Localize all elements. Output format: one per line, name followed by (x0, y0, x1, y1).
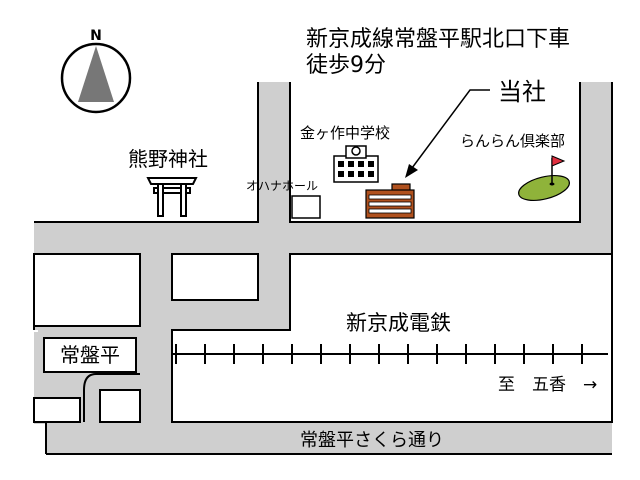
direction-label: 至 五香 → (498, 375, 597, 395)
club-label: らんらん倶楽部 (460, 132, 565, 150)
compass: N (60, 28, 132, 114)
shop-building (291, 195, 321, 219)
block-a (33, 253, 141, 327)
block-e (99, 389, 141, 423)
company-pointer-head (405, 164, 418, 178)
road-edges (33, 82, 613, 455)
school-label: 金ヶ作中学校 (300, 124, 390, 142)
avenue-label: 常盤平さくら通り (300, 430, 444, 451)
station-road-curve (83, 373, 140, 422)
north-arrow-icon (78, 46, 114, 102)
station-label: 常盤平 (60, 343, 120, 367)
company-building-icon (365, 183, 415, 219)
access-note-line2: 徒歩9分 (306, 53, 386, 78)
railway-track (172, 344, 608, 364)
railway-label: 新京成電鉄 (346, 311, 451, 335)
school-building-icon (333, 145, 379, 183)
block-d (33, 397, 81, 423)
shop-label: オハナホール (246, 179, 318, 193)
station-box (43, 337, 137, 373)
road-fill-right-vertical (580, 82, 612, 224)
road-fill-avenue (46, 422, 612, 454)
access-note-line1: 新京成線常盤平駅北口下車 (306, 27, 570, 52)
north-label: N (90, 28, 102, 44)
company-pointer-arrow (411, 89, 490, 169)
company-label: 当社 (498, 78, 546, 106)
road-fill-horizontal (34, 222, 612, 254)
shrine-label: 熊野神社 (128, 147, 208, 171)
torii-gate-icon (146, 177, 198, 217)
golf-flag-icon (518, 155, 570, 201)
block-connector (34, 330, 38, 332)
block-b (171, 253, 259, 301)
road-fill-left-vertical (258, 82, 290, 224)
